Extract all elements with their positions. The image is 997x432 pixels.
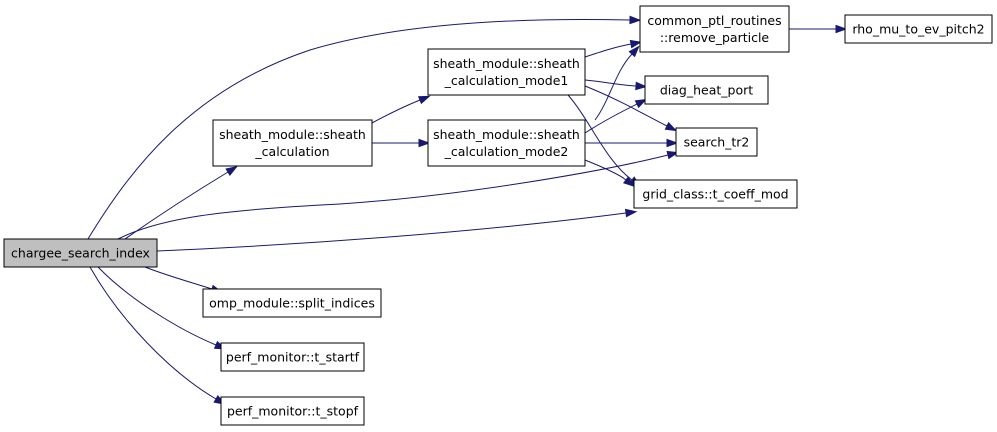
edge-line [567, 94, 633, 181]
node-label: search_tr2 [684, 135, 750, 150]
arrowhead [225, 166, 238, 176]
arrowhead [835, 24, 848, 34]
node-search_tr2[interactable]: search_tr2 [675, 127, 758, 157]
node-label: ::remove_particle [660, 30, 770, 45]
edge-chargee-to-t_coeff [156, 208, 638, 252]
edge-line [156, 212, 627, 252]
edge-line [144, 266, 213, 290]
node-label: chargee_search_index [11, 246, 150, 261]
node-label: grid_class::t_coeff_mod [642, 187, 788, 202]
node-box[interactable] [212, 119, 373, 167]
arrowhead [635, 81, 648, 91]
node-label: sheath_module::sheath [219, 127, 366, 142]
node-box[interactable] [844, 14, 993, 44]
nodes-layer: chargee_search_index sheath_module::sheat… [3, 5, 993, 426]
node-label: _calculation [254, 144, 329, 159]
arrowhead [629, 39, 643, 49]
node-chargee[interactable]: chargee_search_index [3, 238, 158, 268]
edge-chargee-to-remove_particle [87, 15, 642, 240]
node-label: diag_heat_port [660, 83, 753, 98]
node-label: _calculation_mode1 [444, 73, 569, 88]
edge-line [89, 266, 217, 400]
arrowhead [634, 98, 648, 109]
node-box[interactable] [633, 179, 798, 209]
node-rho_mu[interactable]: rho_mu_to_ev_pitch2 [844, 14, 993, 44]
node-label: perf_monitor::t_stopf [227, 404, 359, 419]
node-label: omp_module::split_indices [209, 296, 375, 311]
node-label: sheath_module::sheath [433, 56, 580, 71]
node-box[interactable] [675, 127, 758, 157]
edge-chargee-to-t_stopf [89, 266, 226, 405]
node-box[interactable] [202, 288, 382, 318]
edge-mode2-to-search_tr2 [585, 138, 679, 148]
edge-sheath_calc-to-mode2 [372, 138, 431, 148]
node-box[interactable] [639, 5, 790, 53]
node-t_coeff[interactable]: grid_class::t_coeff_mod [633, 179, 798, 209]
node-label: common_ptl_routines [647, 13, 781, 28]
arrowhead [624, 208, 638, 218]
edge-sheath_calc-to-mode1 [371, 95, 431, 124]
edge-line [124, 171, 229, 240]
edge-mode2-to-remove_particle [594, 45, 640, 121]
edge-line [584, 103, 638, 134]
node-remove_particle[interactable]: common_ptl_routines::remove_particle [639, 5, 790, 53]
edge-line [117, 154, 669, 240]
node-box[interactable] [427, 48, 586, 96]
edge-line [584, 159, 627, 181]
edge-line [87, 18, 631, 240]
arrowhead [666, 150, 680, 160]
node-box[interactable] [220, 342, 365, 372]
arrowhead [622, 176, 636, 187]
arrowhead [666, 138, 679, 148]
node-split_indices[interactable]: omp_module::split_indices [202, 288, 382, 318]
node-box[interactable] [427, 119, 586, 167]
arrowhead [629, 15, 642, 25]
node-diag_heat[interactable]: diag_heat_port [644, 75, 769, 105]
arrowhead [417, 95, 431, 105]
node-mode2[interactable]: sheath_module::sheath_calculation_mode2 [427, 119, 586, 167]
edge-chargee-to-search_tr2 [117, 150, 680, 240]
node-sheath_calc[interactable]: sheath_module::sheath_calculation [212, 119, 373, 167]
node-label: _calculation_mode2 [444, 144, 569, 159]
edge-mode2-to-t_coeff [584, 159, 636, 187]
edge-line [371, 99, 421, 124]
node-label: rho_mu_to_ev_pitch2 [852, 22, 984, 37]
node-box[interactable] [644, 75, 769, 105]
edge-mode1-to-diag_heat [584, 79, 648, 91]
edge-mode1-to-remove_particle [584, 39, 643, 58]
node-label: sheath_module::sheath [433, 127, 580, 142]
arrowhead [628, 45, 640, 58]
edge-line [584, 43, 632, 58]
edge-remove_particle-to-rho_mu [789, 24, 848, 34]
edge-line [594, 53, 633, 121]
node-box[interactable] [3, 238, 158, 268]
edge-mode2-to-diag_heat [584, 98, 648, 134]
node-mode1[interactable]: sheath_module::sheath_calculation_mode1 [427, 48, 586, 96]
edge-line [584, 79, 637, 87]
node-label: perf_monitor::t_startf [226, 350, 360, 365]
node-box[interactable] [220, 396, 365, 426]
node-t_startf[interactable]: perf_monitor::t_startf [220, 342, 365, 372]
edge-line [97, 266, 217, 346]
node-t_stopf[interactable]: perf_monitor::t_stopf [220, 396, 365, 426]
edge-chargee-to-sheath_calc [124, 166, 238, 240]
arrowhead [418, 138, 431, 148]
arrowhead [664, 121, 678, 132]
